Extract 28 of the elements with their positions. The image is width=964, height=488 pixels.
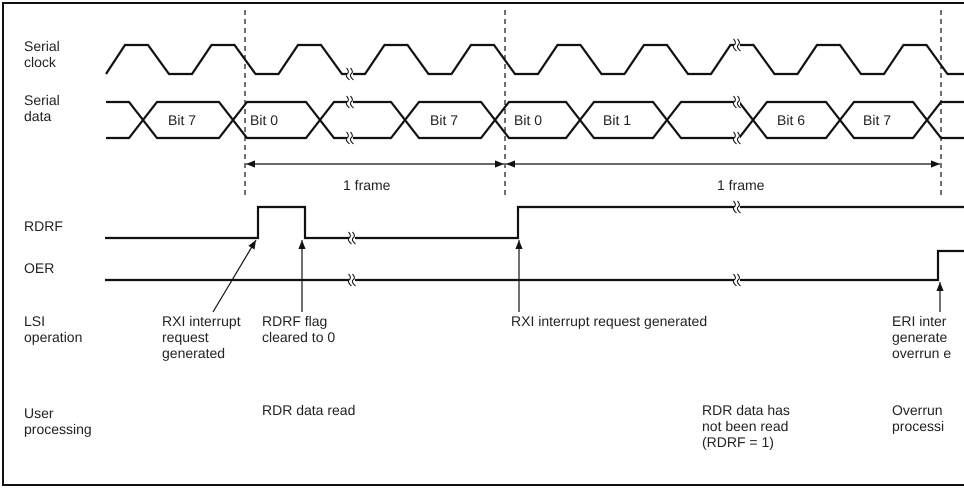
signal-name: Serial clock [24, 38, 61, 70]
note: RDR data has not been read (RDRF = 1) [702, 402, 791, 450]
signal-name: Serial data [24, 92, 61, 124]
leader-arrow [298, 240, 306, 312]
row-label: User processing [24, 405, 93, 437]
leader-arrow [515, 240, 523, 312]
row-label: LSI operation [24, 313, 84, 345]
leader-arrow [212, 240, 257, 312]
bit-label: Bit 7 [430, 112, 460, 128]
note: Overrun processi [892, 402, 946, 434]
annotation-text: RDRF flag cleared to 0 [262, 313, 342, 345]
signal-name: RDRF [24, 218, 64, 234]
bit-label: Bit 1 [603, 112, 632, 128]
dimension-label: 1 frame [343, 177, 392, 193]
bit-label: Bit 0 [250, 112, 280, 128]
signal-name: OER [24, 260, 56, 276]
note: RDR data read [262, 402, 356, 418]
rdrf-waveform [105, 206, 964, 240]
leader-arrow [936, 282, 944, 312]
bit-label: Bit 6 [777, 112, 806, 128]
bit-label: Bit 7 [863, 112, 892, 128]
bit-label: Bit 0 [514, 112, 544, 128]
dimension-label: 1 frame [717, 177, 766, 193]
annotation-text: ERI inter generate overrun e [892, 313, 964, 361]
bit-label: Bit 7 [168, 112, 198, 128]
annotation-text: RXI interrupt request generated [162, 313, 262, 361]
oer-waveform [105, 250, 964, 282]
annotation-text: RXI interrupt request generated [511, 313, 771, 329]
